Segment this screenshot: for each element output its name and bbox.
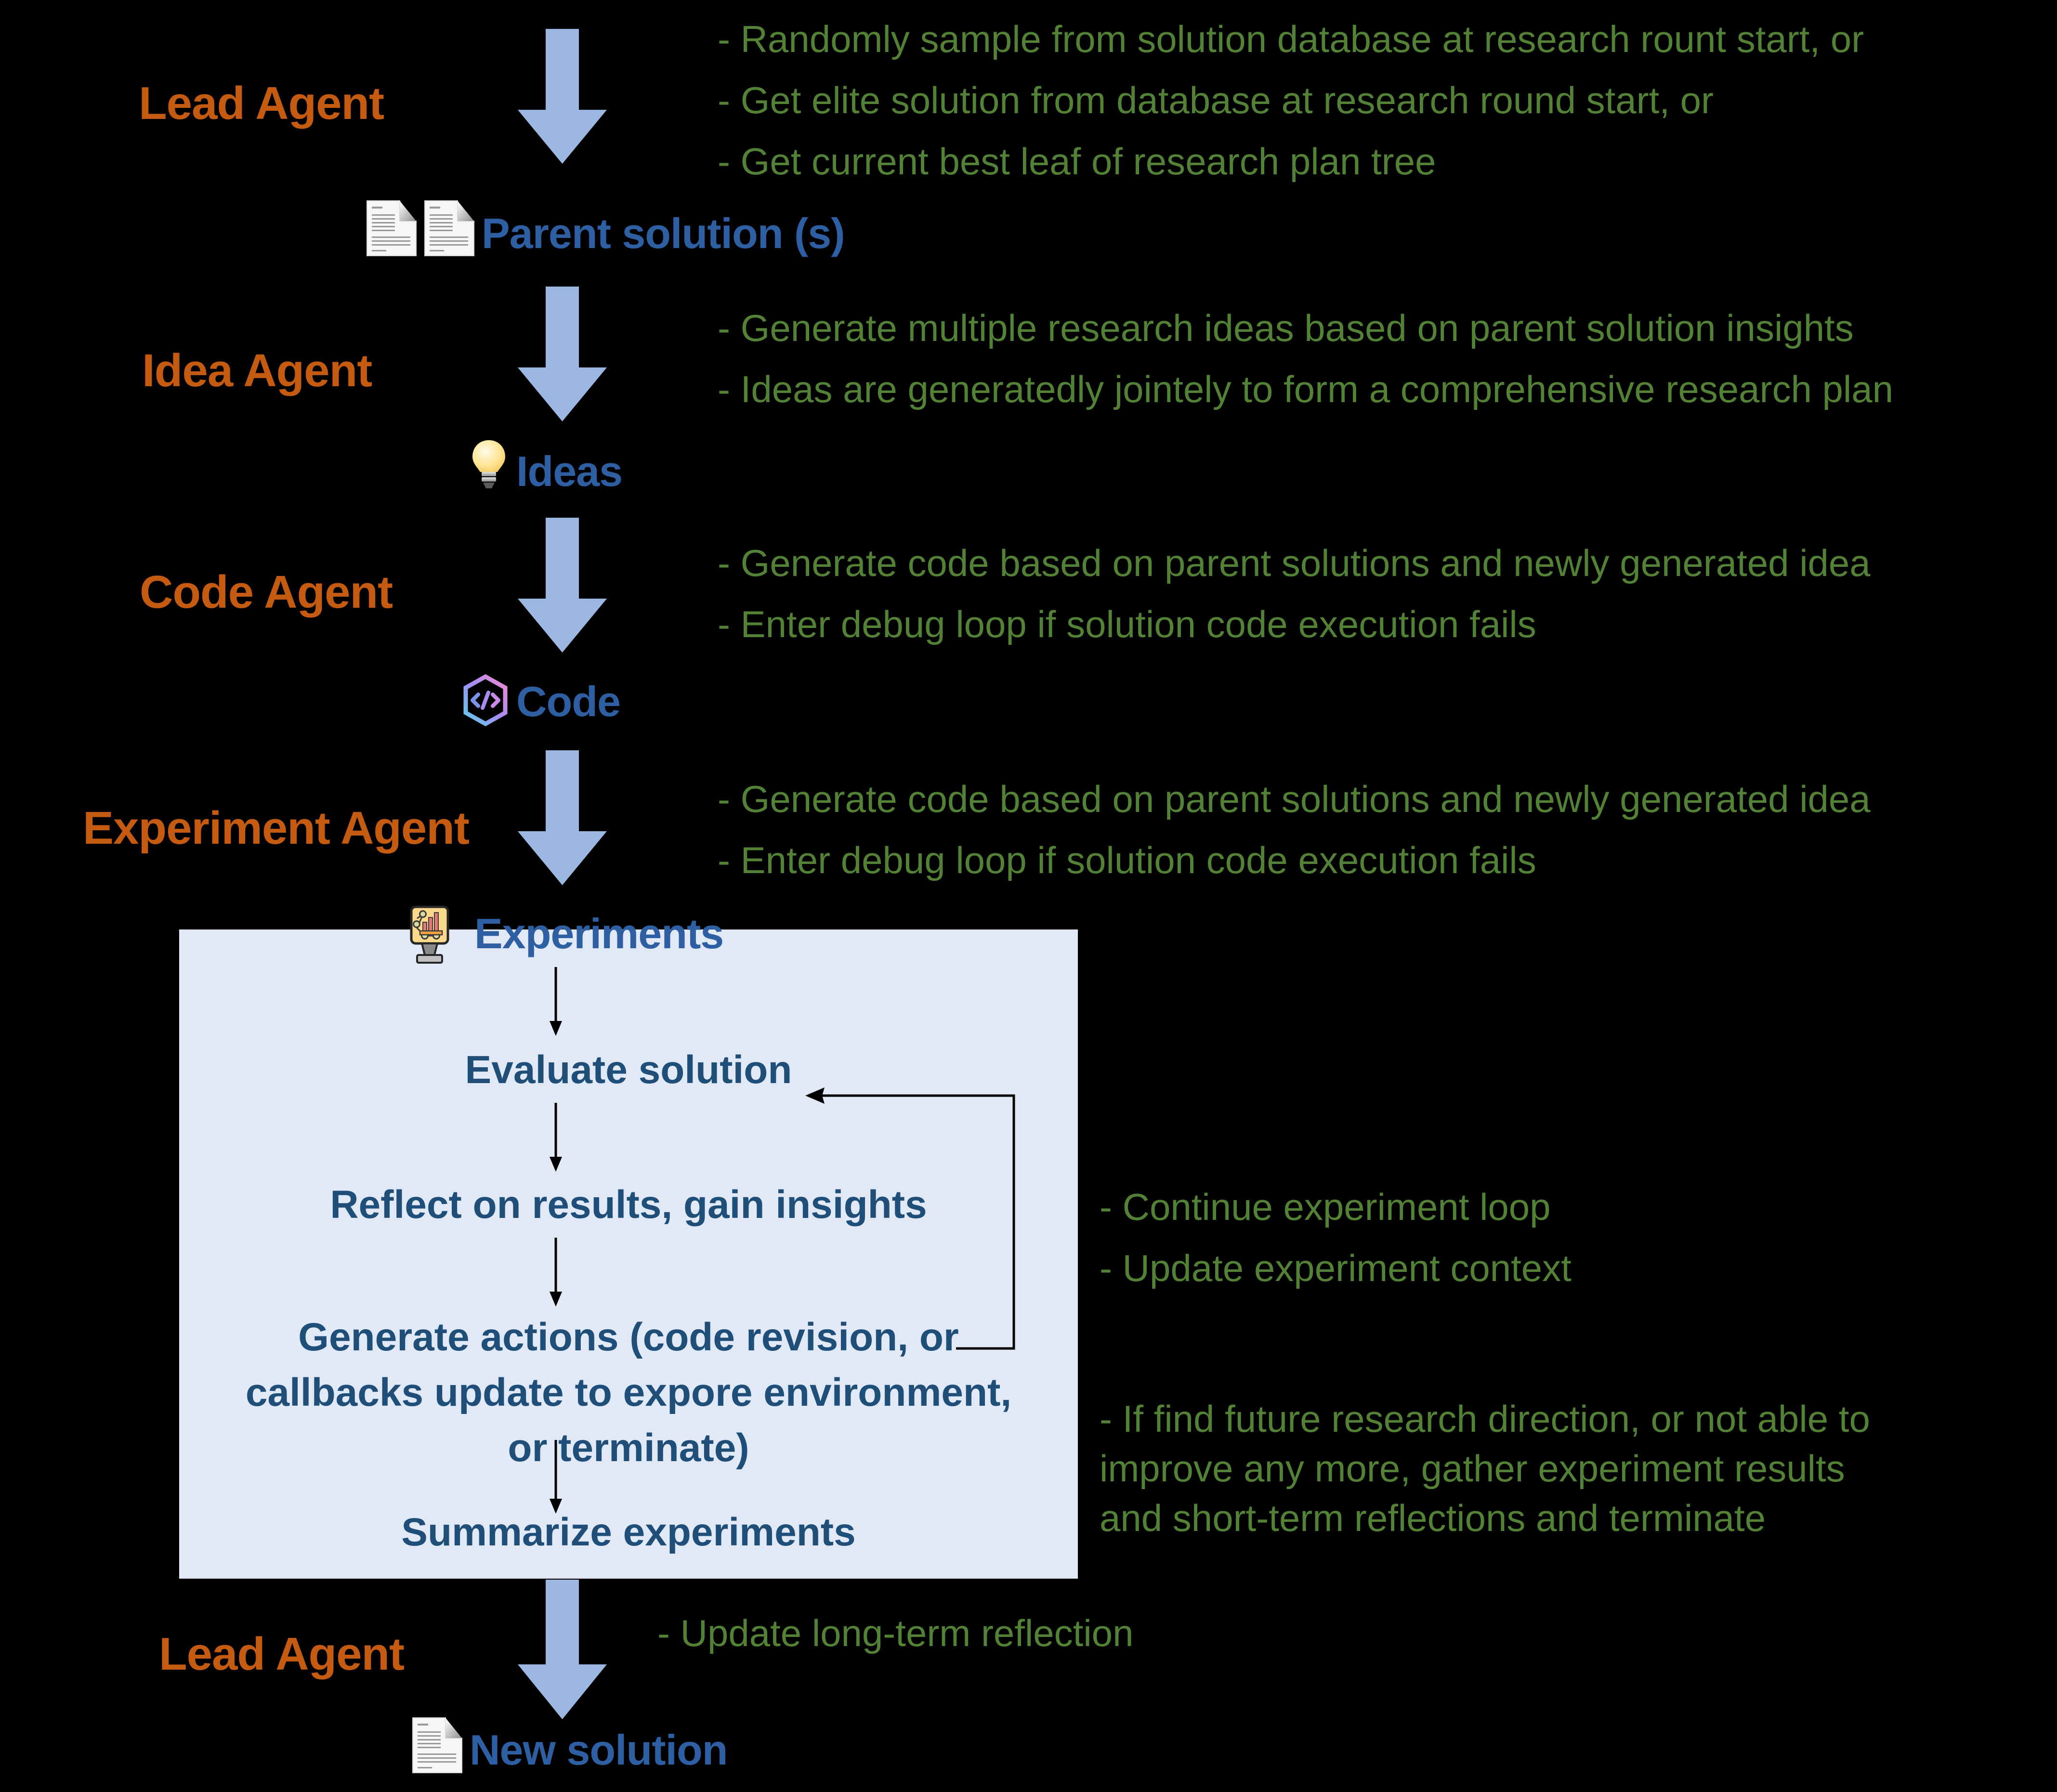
lightbulb-icon	[470, 438, 508, 490]
document-icon	[424, 200, 475, 257]
annotation-line: - Generate code based on parent solution…	[718, 778, 1871, 820]
flow-arrow-lead-to-parent	[518, 29, 607, 164]
artifact-label-new-solution: New solution	[470, 1726, 728, 1774]
agent-label-idea: Idea Agent	[142, 345, 372, 396]
document-icon	[366, 200, 417, 257]
artifact-label-parent-solution: Parent solution (s)	[482, 209, 845, 257]
artifact-label-code: Code	[516, 678, 621, 725]
annotation-lead-top: - Randomly sample from solution database…	[718, 14, 1864, 186]
panel-feedback-loop-arrow	[799, 1084, 1026, 1358]
annotation-lead-bottom: - Update long-term reflection	[657, 1612, 1134, 1654]
annotation-experiment-agent: - Generate code based on parent solution…	[718, 774, 1871, 885]
artifact-label-ideas: Ideas	[516, 447, 623, 495]
panel-arrow-evaluate-to-reflect	[546, 1103, 565, 1173]
annotation-loop-continue: - Continue experiment loop - Update expe…	[1100, 1182, 1572, 1293]
flow-arrow-panel-to-new-solution	[518, 1580, 607, 1719]
agent-label-lead-bottom: Lead Agent	[159, 1628, 405, 1680]
annotation-line: - Enter debug loop if solution code exec…	[718, 838, 1536, 881]
panel-step-generate-actions: Generate actions (code revision, or call…	[179, 1312, 1078, 1474]
panel-step-line: callbacks update to expore environment,	[245, 1370, 1012, 1414]
document-icon	[412, 1717, 463, 1774]
flow-arrow-code-to-experiments	[518, 750, 607, 885]
agent-label-experiment: Experiment Agent	[83, 802, 470, 854]
annotation-line: - Get current best leaf of research plan…	[718, 140, 1436, 183]
panel-arrow-reflect-to-generate	[546, 1238, 565, 1308]
agent-label-code: Code Agent	[140, 566, 393, 618]
annotation-idea-agent: - Generate multiple research ideas based…	[718, 303, 1893, 414]
annotation-line: - Update experiment context	[1100, 1246, 1572, 1289]
annotation-line: - Randomly sample from solution database…	[718, 18, 1864, 60]
flow-arrow-parent-to-ideas	[518, 287, 607, 421]
experiment-monitor-chart-icon	[401, 904, 459, 966]
panel-arrow-generate-to-summarize	[546, 1440, 565, 1515]
artifact-label-experiments: Experiments	[474, 910, 724, 957]
panel-arrow-to-evaluate	[546, 967, 565, 1037]
annotation-loop-terminate: - If find future research direction, or …	[1100, 1398, 1870, 1539]
annotation-line: - Get elite solution from database at re…	[718, 78, 1714, 121]
annotation-line: - Continue experiment loop	[1100, 1186, 1551, 1228]
annotation-line: - Generate code based on parent solution…	[718, 542, 1871, 584]
panel-step-summarize-experiments: Summarize experiments	[401, 1510, 856, 1554]
experiment-loop-panel	[179, 929, 1078, 1579]
panel-step-line: or terminate)	[508, 1426, 749, 1470]
code-hexagon-icon	[461, 674, 510, 726]
panel-step-reflect-on-results: Reflect on results, gain insights	[330, 1183, 927, 1227]
panel-step-evaluate-solution: Evaluate solution	[465, 1048, 792, 1092]
annotation-code-agent: - Generate code based on parent solution…	[718, 538, 1871, 649]
annotation-line: - Generate multiple research ideas based…	[718, 307, 1854, 349]
annotation-line: - Enter debug loop if solution code exec…	[718, 602, 1536, 645]
panel-step-line: Generate actions (code revision, or	[298, 1315, 959, 1359]
agent-label-lead-top: Lead Agent	[139, 78, 384, 129]
annotation-line: - Ideas are generatedly jointely to form…	[718, 367, 1893, 410]
flow-arrow-ideas-to-code	[518, 518, 607, 653]
